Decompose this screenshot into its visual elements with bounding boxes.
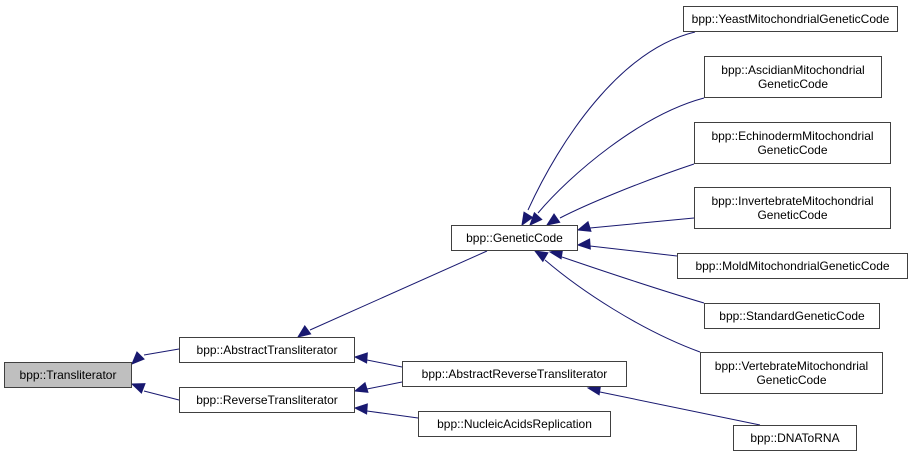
- arrowhead-icon: [533, 250, 549, 263]
- class-node-echinoderm-mito[interactable]: bpp::EchinodermMitochondrial GeneticCode: [694, 122, 891, 164]
- class-node-label: bpp::YeastMitochondrialGeneticCode: [691, 12, 890, 26]
- edge-line: [537, 97, 705, 214]
- class-node-yeast-mito[interactable]: bpp::YeastMitochondrialGeneticCode: [683, 6, 898, 32]
- arrowhead-icon: [130, 383, 146, 394]
- edge-line: [366, 410, 419, 419]
- class-node-label: bpp::ReverseTransliterator: [196, 393, 338, 407]
- class-node-abstract-reverse-transliterator[interactable]: bpp::AbstractReverseTransliterator: [402, 361, 627, 387]
- class-node-standard[interactable]: bpp::StandardGeneticCode: [704, 303, 880, 329]
- arrowhead-icon: [353, 381, 369, 393]
- inherits-edge-yeast-mito-to-genetic-code: [521, 31, 696, 227]
- class-node-label: bpp::AbstractReverseTransliterator: [421, 367, 608, 381]
- inherits-edge-standard-to-genetic-code: [548, 248, 705, 304]
- class-node-label: bpp::StandardGeneticCode: [719, 309, 865, 323]
- edge-line: [544, 259, 701, 353]
- inherits-edge-genetic-code-to-abstract-transliterator: [296, 250, 488, 338]
- arrowhead-icon: [576, 220, 592, 232]
- class-node-genetic-code[interactable]: bpp::GeneticCode: [451, 225, 578, 251]
- arrowhead-icon: [353, 403, 368, 415]
- edge-line: [559, 163, 695, 219]
- arrowhead-icon: [131, 351, 145, 365]
- inherits-edge-abstract-reverse-transliterator-to-abstract-transliterator: [353, 352, 403, 368]
- class-node-label: bpp::InvertebrateMitochondrial GeneticCo…: [711, 194, 874, 222]
- class-node-label: bpp::AbstractTransliterator: [196, 343, 338, 357]
- edge-line: [527, 31, 696, 211]
- arrowhead-icon: [296, 324, 312, 338]
- inherits-edge-mold-mito-to-genetic-code: [576, 238, 678, 257]
- class-node-invertebrate-mito[interactable]: bpp::InvertebrateMitochondrial GeneticCo…: [694, 187, 891, 229]
- edge-line: [143, 390, 180, 401]
- inherits-edge-ascidian-mito-to-genetic-code: [529, 97, 705, 226]
- edge-line: [143, 348, 180, 356]
- arrowhead-icon: [529, 211, 543, 226]
- edge-line: [561, 256, 705, 304]
- arrowhead-icon: [353, 352, 368, 364]
- class-node-transliterator: bpp::Transliterator: [4, 362, 132, 388]
- class-node-reverse-transliterator[interactable]: bpp::ReverseTransliterator: [179, 387, 355, 413]
- edge-line: [589, 217, 695, 229]
- edge-line: [589, 245, 678, 257]
- class-node-label: bpp::EchinodermMitochondrial GeneticCode: [711, 129, 874, 157]
- class-node-label: bpp::VertebrateMitochondrial GeneticCode: [714, 359, 869, 387]
- class-node-label: bpp::GeneticCode: [466, 231, 563, 245]
- class-node-vertebrate-mito[interactable]: bpp::VertebrateMitochondrial GeneticCode: [700, 352, 883, 394]
- arrowhead-icon: [521, 211, 534, 227]
- edge-line: [366, 381, 403, 390]
- class-node-label: bpp::Transliterator: [19, 368, 117, 382]
- edge-line: [309, 250, 488, 331]
- inherits-edge-invertebrate-mito-to-genetic-code: [576, 217, 695, 232]
- class-node-ascidian-mito[interactable]: bpp::AscidianMitochondrial GeneticCode: [704, 56, 882, 98]
- inherits-edge-vertebrate-mito-to-genetic-code: [533, 250, 701, 353]
- inherits-edge-abstract-transliterator-to-transliterator: [131, 348, 180, 365]
- class-node-label: bpp::AscidianMitochondrial GeneticCode: [721, 63, 865, 91]
- inherits-edge-nucleic-acids-replication-to-reverse-transliterator: [353, 403, 419, 419]
- arrowhead-icon: [576, 238, 591, 250]
- arrowhead-icon: [545, 213, 561, 226]
- class-node-label: bpp::MoldMitochondrialGeneticCode: [695, 259, 890, 273]
- class-node-abstract-transliterator[interactable]: bpp::AbstractTransliterator: [179, 337, 355, 363]
- edge-line: [366, 359, 403, 368]
- edge-line: [599, 391, 761, 426]
- inherits-edge-reverse-transliterator-to-transliterator: [130, 383, 180, 401]
- class-node-mold-mito[interactable]: bpp::MoldMitochondrialGeneticCode: [677, 253, 908, 279]
- inherits-edge-abstract-reverse-transliterator-to-reverse-transliterator: [353, 381, 403, 393]
- class-node-label: bpp::NucleicAcidsReplication: [437, 417, 592, 431]
- class-node-dna-to-rna[interactable]: bpp::DNAToRNA: [733, 425, 857, 451]
- class-node-nucleic-acids-replication[interactable]: bpp::NucleicAcidsReplication: [418, 411, 611, 437]
- class-node-label: bpp::DNAToRNA: [750, 431, 840, 445]
- inherits-edge-echinoderm-mito-to-genetic-code: [545, 163, 695, 226]
